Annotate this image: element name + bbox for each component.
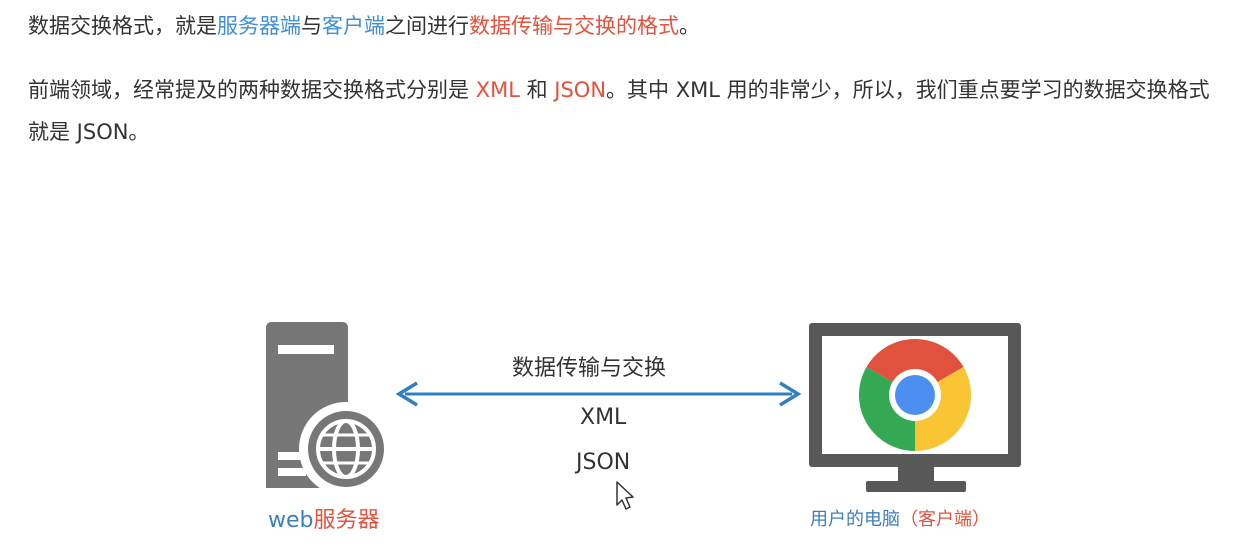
formats-text-1: 前端领域，经常提及的两种数据交换格式分别是 [28, 78, 476, 102]
server-caption-web: web [268, 508, 314, 533]
client-caption-pc: 用户的电脑 [810, 509, 900, 530]
xml-format-label: XML [580, 405, 627, 430]
formats-text-2: 和 [519, 78, 555, 102]
xml-highlight: XML [475, 78, 520, 102]
format-highlight: 数据传输与交换的格式 [469, 14, 679, 38]
globe-icon [308, 411, 384, 487]
server-icon [266, 322, 393, 496]
intro-paragraph: 数据交换格式，就是服务器端与客户端之间进行数据传输与交换的格式。 [28, 5, 700, 47]
json-format-label: JSON [576, 450, 631, 475]
formats-paragraph: 前端领域，经常提及的两种数据交换格式分别是 XML 和 JSON。其中 XML … [28, 69, 1228, 153]
formats-text-3: 。其中 XML 用的非常少，所以，我们重点要学习的数据交换格式就是 JSON。 [28, 78, 1210, 144]
client-caption-client: （客户端） [900, 509, 990, 530]
mouse-cursor-icon [616, 481, 634, 510]
browser-logo-icon [858, 338, 972, 451]
bidirectional-arrow [395, 381, 802, 407]
intro-text-4: 。 [679, 14, 700, 38]
server-caption: web服务器 [268, 502, 380, 534]
json-highlight: JSON [554, 78, 607, 102]
intro-text-3: 之间进行 [385, 14, 469, 38]
transfer-label: 数据传输与交换 [512, 356, 667, 381]
client-caption: 用户的电脑（客户端） [810, 505, 990, 531]
intro-text-1: 数据交换格式，就是 [28, 14, 217, 38]
server-end-highlight: 服务器端 [217, 14, 301, 38]
server-caption-server: 服务器 [313, 508, 380, 533]
client-end-highlight: 客户端 [322, 14, 385, 38]
intro-text-2: 与 [301, 14, 322, 38]
